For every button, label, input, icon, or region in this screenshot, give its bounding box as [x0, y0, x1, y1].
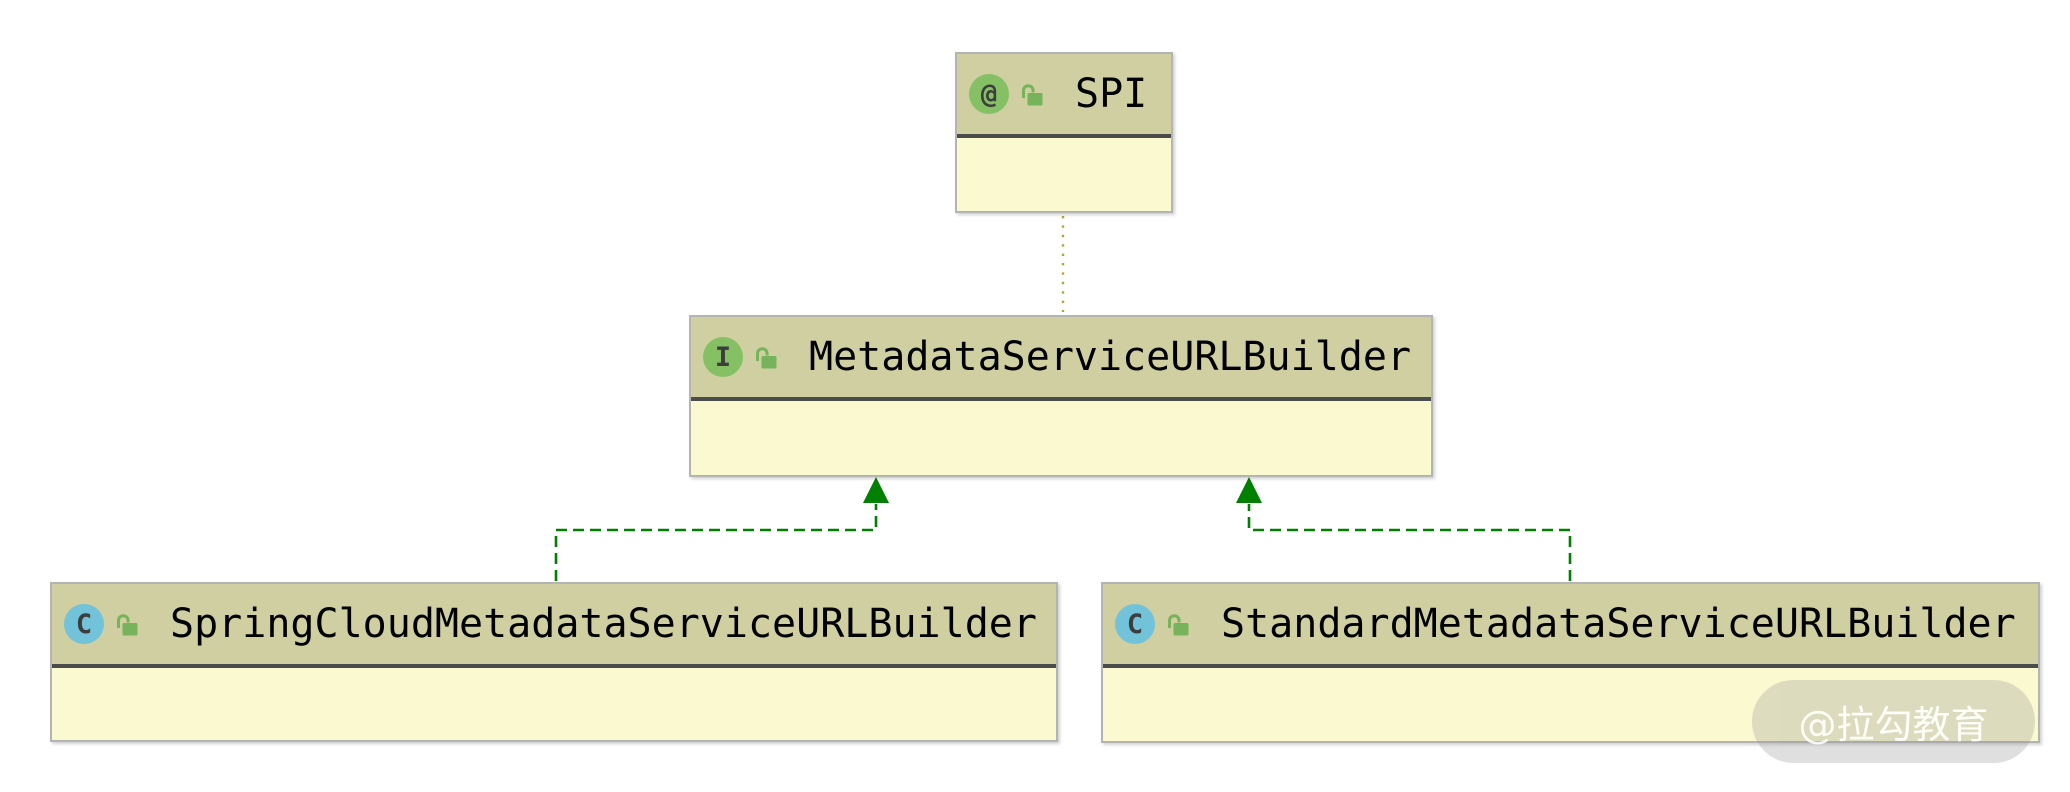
- class-icon: C: [1115, 604, 1155, 644]
- annotation-icon: @: [969, 74, 1009, 114]
- node-header: I MetadataServiceURLBuilder: [691, 317, 1431, 401]
- unlock-icon: [1019, 81, 1045, 107]
- node-header: @ SPI: [957, 54, 1171, 138]
- realization-arrowhead: [1236, 477, 1262, 503]
- realization-arrowhead: [863, 477, 889, 503]
- node-body-compartment: [1103, 668, 2038, 741]
- node-title: SPI: [1075, 71, 1148, 117]
- node-header: C SpringCloudMetadataServiceURLBuilder: [52, 584, 1056, 668]
- unlock-icon: [753, 344, 779, 370]
- node-title: StandardMetadataServiceURLBuilder: [1221, 601, 2016, 647]
- unlock-icon: [114, 611, 140, 637]
- realization-edge-springcloud[interactable]: [554, 477, 889, 581]
- node-title: SpringCloudMetadataServiceURLBuilder: [170, 601, 1037, 647]
- uml-node-spring-cloud-metadata-service-url-builder[interactable]: C SpringCloudMetadataServiceURLBuilder: [50, 582, 1058, 742]
- uml-node-standard-metadata-service-url-builder[interactable]: C StandardMetadataServiceURLBuilder: [1101, 582, 2040, 743]
- interface-icon: I: [703, 337, 743, 377]
- node-header: C StandardMetadataServiceURLBuilder: [1103, 584, 2038, 668]
- realization-edge-standard[interactable]: [1236, 477, 1572, 581]
- uml-node-metadata-service-url-builder[interactable]: I MetadataServiceURLBuilder: [689, 315, 1433, 477]
- unlock-icon: [1165, 611, 1191, 637]
- node-body-compartment: [52, 668, 1056, 740]
- node-title: MetadataServiceURLBuilder: [809, 334, 1412, 380]
- node-body-compartment: [691, 401, 1431, 475]
- uml-node-spi[interactable]: @ SPI: [955, 52, 1173, 213]
- class-icon: C: [64, 604, 104, 644]
- node-body-compartment: [957, 138, 1171, 211]
- watermark: @拉勾教育: [1752, 680, 2035, 763]
